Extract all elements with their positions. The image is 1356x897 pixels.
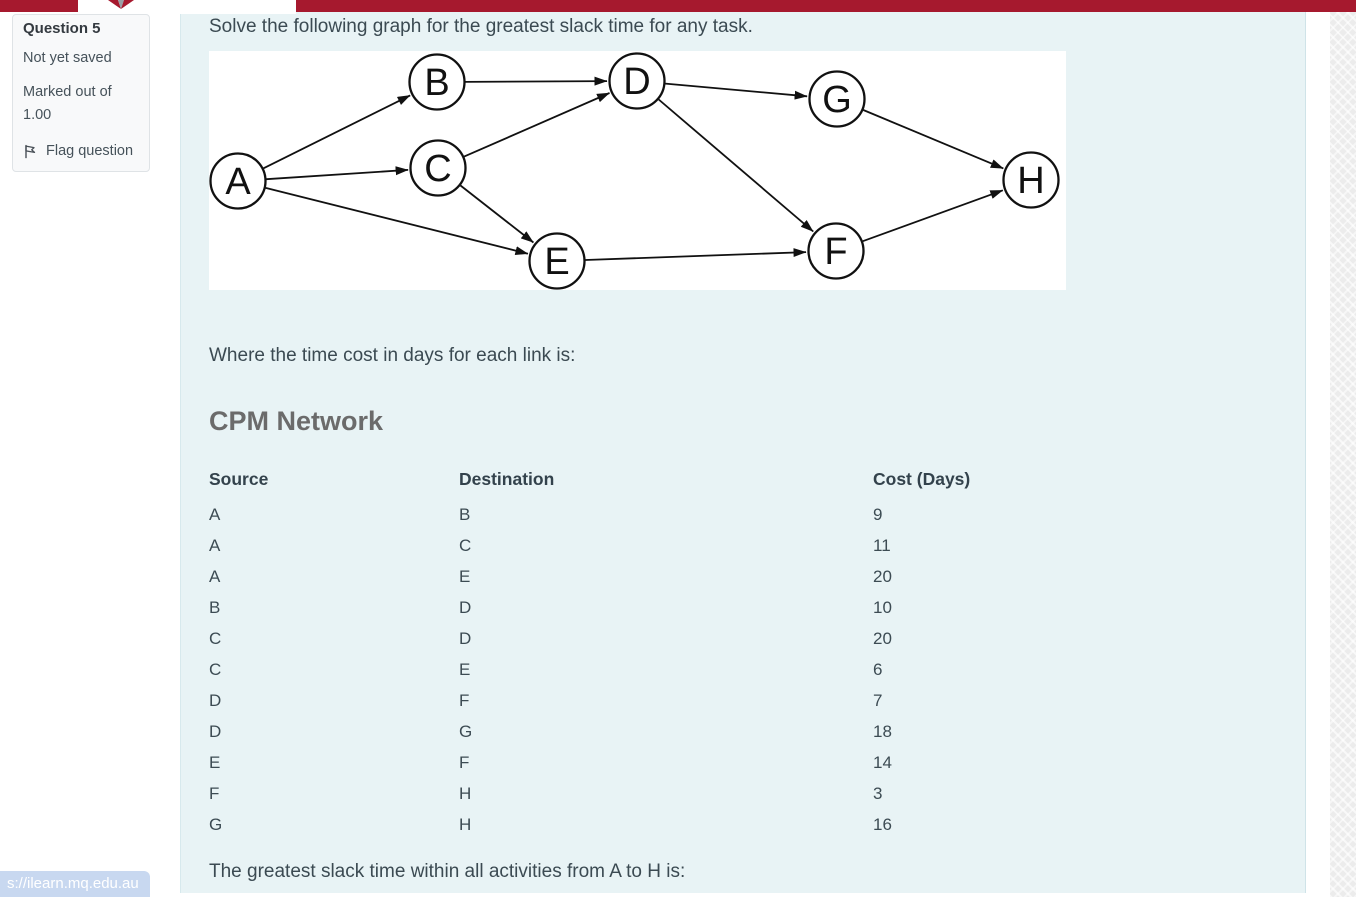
graph-edge-G-H — [862, 109, 1004, 170]
graph-node-H — [1002, 151, 1060, 209]
answer-prompt: The greatest slack time within all activ… — [209, 861, 686, 882]
graph-node-D — [608, 52, 666, 110]
table-row: A B 9 — [209, 499, 1305, 530]
table-cell-cost: 20 — [873, 628, 892, 648]
graph-edge-A-B — [263, 94, 411, 170]
question-sidebar: Question 5 Not yet saved Marked out of 1… — [0, 12, 180, 897]
table-cell-destination: G — [459, 721, 473, 741]
graph-node-G — [808, 70, 866, 128]
graph-edge-D-F — [658, 98, 814, 233]
marked-out-of-value: 1.00 — [23, 107, 52, 124]
cpm-graph-svg: A B C D E F G H — [209, 52, 1060, 290]
table-cell-cost: 16 — [873, 814, 892, 834]
table-cell-source: A — [209, 535, 221, 555]
table-cell-destination: B — [459, 504, 471, 524]
table-cell-cost: 7 — [873, 690, 883, 710]
desktop-background — [1330, 0, 1356, 897]
table-cell-cost: 11 — [873, 535, 891, 555]
cpm-network-heading: CPM Network — [209, 406, 384, 436]
table-cell-source: F — [209, 783, 220, 803]
table-row: D F 7 — [209, 685, 1305, 716]
graph-node-F — [807, 222, 865, 280]
marked-out-of-label: Marked out of — [23, 84, 112, 101]
table-header-row: Source Destination Cost (Days) — [209, 469, 1305, 489]
cpm-graph-panel: A B C D E F G H — [209, 51, 1066, 290]
graph-node-label-D: D — [623, 61, 650, 103]
table-cell-cost: 18 — [873, 721, 892, 741]
graph-node-label-G: G — [822, 79, 852, 121]
top-navbar — [0, 0, 1356, 14]
table-row: A C 11 — [209, 530, 1305, 561]
table-cell-cost: 6 — [873, 659, 883, 679]
table-cell-destination: F — [459, 752, 470, 772]
graph-node-C — [409, 139, 467, 197]
graph-edge-D-G — [665, 82, 808, 100]
table-cell-source: G — [209, 814, 223, 834]
question-mark-info: Marked out of 1.00 — [23, 81, 139, 127]
graph-edge-B-D — [465, 76, 608, 86]
table-row: E F 14 — [209, 747, 1305, 778]
table-cell-destination: F — [459, 690, 470, 710]
table-header-source: Source — [209, 469, 269, 489]
site-logo-icon — [108, 0, 134, 9]
table-cell-cost: 9 — [873, 504, 883, 524]
table-row: B D 10 — [209, 592, 1305, 623]
browser-tab-overlap — [78, 0, 296, 14]
graph-node-E — [528, 232, 586, 290]
graph-edge-A-E — [265, 187, 529, 256]
question-number-title: Question 5 — [23, 20, 101, 37]
link-cost-intro: Where the time cost in days for each lin… — [209, 345, 576, 366]
flag-question-label: Flag question — [46, 143, 134, 160]
table-cell-cost: 20 — [873, 566, 892, 586]
table-cell-source: D — [209, 721, 222, 741]
flag-question-button[interactable]: Flag question — [23, 143, 139, 159]
table-cell-source: A — [209, 504, 221, 524]
table-cell-source: C — [209, 628, 222, 648]
table-row: C D 20 — [209, 623, 1305, 654]
graph-edge-C-E — [459, 184, 534, 244]
question-content: Solve the following graph for the greate… — [180, 12, 1306, 893]
flag-icon — [25, 145, 36, 159]
graph-edge-F-H — [862, 189, 1004, 243]
graph-node-A — [209, 152, 267, 210]
graph-node-label-B: B — [424, 62, 449, 104]
table-cell-destination: E — [459, 659, 471, 679]
graph-edge-A-C — [266, 166, 409, 181]
table-cell-destination: D — [459, 628, 472, 648]
table-cell-source: C — [209, 659, 222, 679]
browser-link-preview: s://ilearn.mq.edu.au — [0, 871, 150, 897]
table-row: F H 3 — [209, 778, 1305, 809]
question-save-status: Not yet saved — [23, 50, 112, 66]
table-row: C E 6 — [209, 654, 1305, 685]
table-row: D G 18 — [209, 716, 1305, 747]
table-cell-cost: 14 — [873, 752, 892, 772]
graph-node-B — [408, 53, 466, 111]
table-cell-cost: 10 — [873, 597, 892, 617]
graph-edge-E-F — [585, 248, 807, 261]
table-cell-destination: D — [459, 597, 472, 617]
table-header-destination: Destination — [459, 469, 555, 489]
table-cell-destination: H — [459, 783, 472, 803]
graph-node-label-C: C — [424, 148, 451, 190]
question-prompt: Solve the following graph for the greate… — [209, 16, 753, 37]
table-header-cost: Cost (Days) — [873, 469, 971, 489]
table-row: A E 20 — [209, 561, 1305, 592]
table-cell-destination: E — [459, 566, 471, 586]
table-cell-source: A — [209, 566, 221, 586]
table-cell-source: B — [209, 597, 221, 617]
graph-node-label-E: E — [544, 241, 569, 283]
graph-node-label-H: H — [1017, 160, 1044, 202]
table-row: G H 16 — [209, 809, 1305, 840]
graph-edge-C-D — [463, 92, 610, 158]
question-info-box: Question 5 Not yet saved Marked out of 1… — [12, 14, 150, 173]
table-cell-cost: 3 — [873, 783, 883, 803]
table-cell-source: E — [209, 752, 221, 772]
graph-node-label-A: A — [225, 161, 251, 203]
table-cell-destination: C — [459, 535, 472, 555]
graph-node-label-F: F — [824, 231, 847, 273]
table-cell-source: D — [209, 690, 222, 710]
table-cell-destination: H — [459, 814, 472, 834]
